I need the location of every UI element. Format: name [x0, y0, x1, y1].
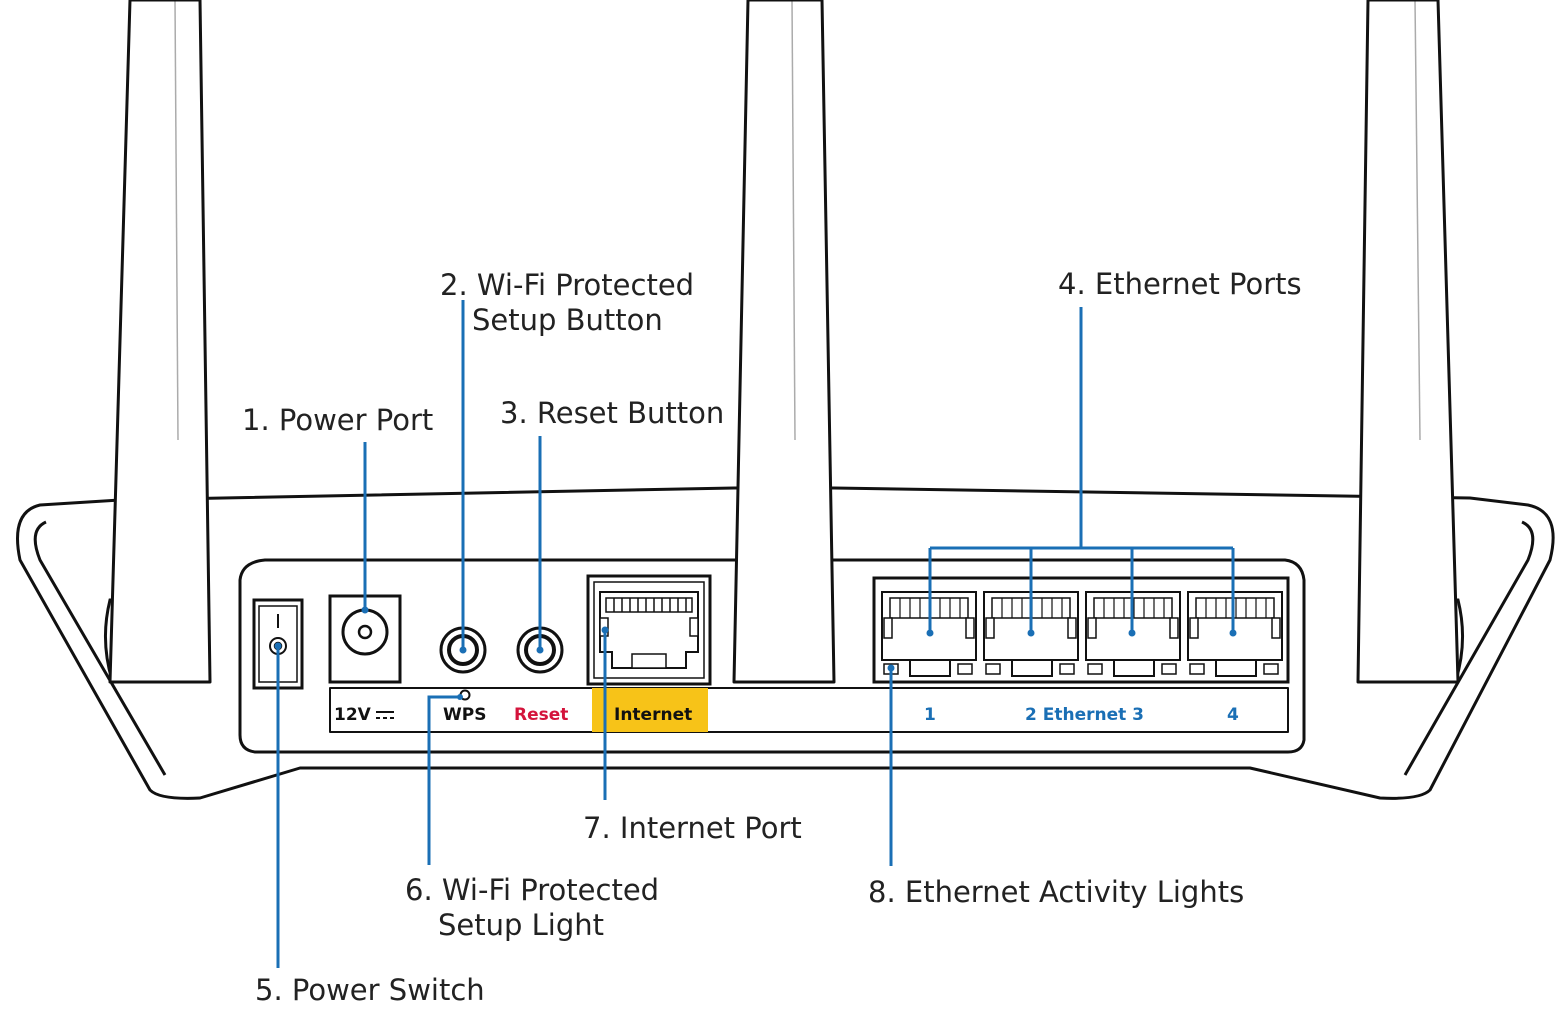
ethernet-port-4[interactable]: [1187, 591, 1283, 677]
leader-wps-light: [427, 695, 460, 865]
antenna-right: [1356, 0, 1460, 684]
antenna-left: [108, 0, 212, 684]
port-1-label: 1: [924, 705, 936, 725]
wps-label: WPS: [443, 705, 486, 725]
callout-activity-lights: 8. Ethernet Activity Lights: [868, 875, 1244, 909]
internet-label: Internet: [614, 705, 692, 725]
callout-reset-button: 3. Reset Button: [500, 396, 724, 430]
router-body-inner-edge: [33, 520, 1535, 776]
internet-label-highlight: [592, 688, 708, 732]
callout-wps-light-line1: 6. Wi-Fi Protected: [405, 873, 659, 907]
callout-wps-button-line1: 2. Wi-Fi Protected: [440, 268, 694, 302]
label-strip: [329, 687, 1289, 733]
callout-ethernet-ports: 4. Ethernet Ports: [1058, 267, 1302, 301]
reset-label: Reset: [514, 705, 568, 725]
callout-power-switch: 5. Power Switch: [255, 973, 485, 1007]
leader-lines: [276, 300, 1235, 968]
antenna-center: [732, 0, 836, 684]
port-4-label: 4: [1227, 705, 1239, 725]
ethernet-group-label: 2 Ethernet 3: [1025, 705, 1144, 725]
reset-button[interactable]: [516, 626, 564, 674]
leader-ethernet-ports: [928, 307, 1235, 633]
dc-current-icon: [376, 711, 394, 719]
voltage-label: 12V: [334, 705, 372, 725]
callout-wps-light-line2: Setup Light: [438, 908, 604, 942]
callout-power-port: 1. Power Port: [242, 403, 433, 437]
callout-wps-button-line2: Setup Button: [472, 303, 663, 337]
callout-internet-port: 7. Internet Port: [583, 811, 802, 845]
